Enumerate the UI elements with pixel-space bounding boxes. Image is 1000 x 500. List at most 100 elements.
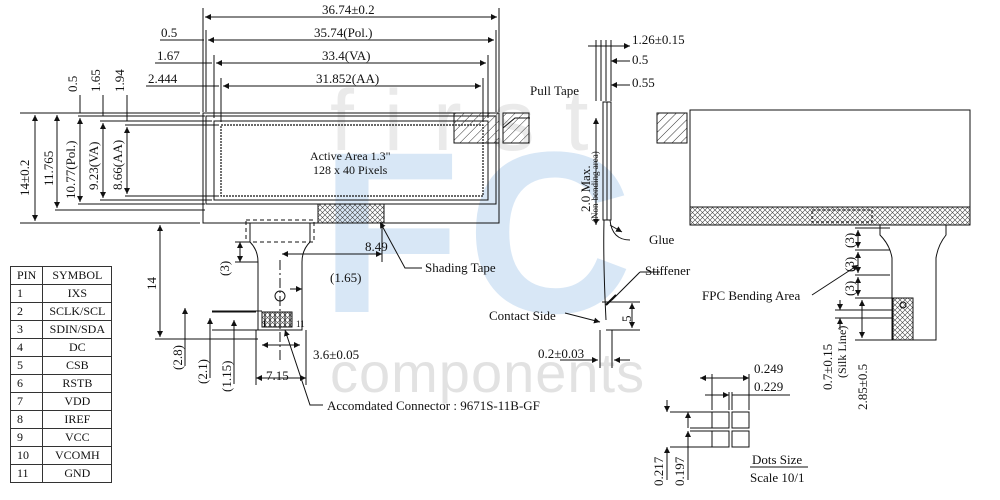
rear-contacts bbox=[892, 297, 914, 341]
silk-line-label: (Silk Line) bbox=[835, 325, 849, 378]
dim-silk: 0.7±0.15 bbox=[820, 343, 835, 390]
side-fpc bbox=[603, 219, 607, 321]
dim-11765: 11.765 bbox=[41, 150, 56, 186]
pin-header: PIN bbox=[9, 266, 44, 285]
dim-non-bending: (Non-bending area) bbox=[590, 151, 600, 222]
pin-symbol: VCC bbox=[42, 428, 113, 447]
dim-fpc-715: 7.15 bbox=[266, 368, 289, 383]
pin-number: 2 bbox=[9, 302, 44, 321]
symbol-header: SYMBOL bbox=[42, 266, 113, 285]
rear-pull-tape bbox=[656, 112, 688, 144]
callout-contact-side: Contact Side bbox=[489, 308, 556, 323]
pin-symbol: SDIN/SDA bbox=[42, 320, 113, 339]
dim-side-02: 0.2±0.03 bbox=[538, 346, 585, 361]
shading-tape bbox=[317, 203, 385, 224]
active-area-pixels: 128 x 40 Pixels bbox=[313, 163, 388, 177]
pin-number: 5 bbox=[9, 356, 44, 375]
pin-symbol: VCOMH bbox=[42, 446, 113, 465]
callout-fpc-bending: FPC Bending Area bbox=[702, 288, 801, 303]
pin-symbol: SCLK/SCL bbox=[42, 302, 113, 321]
dots-detail bbox=[711, 411, 750, 448]
dim-dot-h2: 0.197 bbox=[672, 456, 687, 486]
dim-top-165: 1.65 bbox=[88, 69, 103, 92]
dim-top-05: 0.5 bbox=[65, 75, 80, 92]
dim-fpc-115: (1.15) bbox=[219, 360, 234, 392]
pin-number: 10 bbox=[9, 446, 44, 465]
dim-fpc-28: (2.8) bbox=[170, 345, 185, 370]
stiffener bbox=[605, 294, 617, 306]
pin-symbol: IREF bbox=[42, 410, 113, 429]
dim-dot-w1: 0.249 bbox=[754, 361, 784, 376]
pull-tape-left bbox=[453, 112, 500, 144]
dots-scale: Scale 10/1 bbox=[750, 470, 805, 485]
dim-aa-width: 31.852(AA) bbox=[316, 71, 380, 86]
callout-pull-tape: Pull Tape bbox=[530, 83, 580, 98]
pin-symbol: CSB bbox=[42, 356, 113, 375]
dim-fpc-21: (2.1) bbox=[195, 359, 210, 384]
dim-side-05: 0.5 bbox=[632, 52, 649, 67]
dim-dot-h1: 0.217 bbox=[651, 456, 666, 486]
pin-number: 1 bbox=[9, 284, 44, 303]
aa-outline bbox=[220, 124, 484, 197]
dim-fpc-14: 14 bbox=[144, 277, 159, 290]
rear-fpc bbox=[879, 225, 947, 341]
rear-hatch bbox=[689, 206, 971, 226]
pin-1-label: 1 bbox=[262, 319, 267, 329]
dim-overall-width: 36.74±0.2 bbox=[322, 2, 375, 17]
dim-thickness: 1.26±0.15 bbox=[632, 32, 685, 47]
dim-side-5: 5 bbox=[619, 315, 634, 323]
dots-size-title: Dots Size bbox=[752, 452, 803, 467]
pin-number: 8 bbox=[9, 410, 44, 429]
dim-va-width: 33.4(VA) bbox=[322, 48, 371, 63]
dim-offset-va: 1.67 bbox=[157, 48, 180, 63]
active-area-size: Active Area 1.3" bbox=[310, 149, 391, 163]
callout-shading-tape: Shading Tape bbox=[425, 260, 496, 275]
dim-right-3c: (3) bbox=[842, 280, 857, 296]
pin-number: 6 bbox=[9, 374, 44, 393]
dim-right-3a: (3) bbox=[842, 232, 857, 248]
callout-stiffener: Stiffener bbox=[645, 263, 691, 278]
pin-symbol: VDD bbox=[42, 392, 113, 411]
dim-offset-aa: 2.444 bbox=[148, 71, 178, 86]
fpc-contacts bbox=[261, 290, 293, 328]
callout-connector: Accomdated Connector : 9671S-11B-GF bbox=[327, 398, 540, 413]
dim-pol-width: 35.74(Pol.) bbox=[314, 25, 373, 40]
dim-right-285: 2.85±0.5 bbox=[855, 363, 870, 410]
pin-number: 11 bbox=[9, 464, 44, 483]
dim-fpc-849: 8.49 bbox=[365, 239, 388, 254]
pin-symbol: IXS bbox=[42, 284, 113, 303]
dim-right-3b: (3) bbox=[842, 256, 857, 272]
pin-table-header: PIN SYMBOL bbox=[9, 266, 113, 285]
callout-glue: Glue bbox=[649, 232, 675, 247]
dim-total-height: 14±0.2 bbox=[17, 159, 32, 196]
dim-side-055: 0.55 bbox=[632, 75, 655, 90]
fpc-dashed bbox=[245, 219, 315, 243]
dim-va-height: 9.23(VA) bbox=[86, 141, 101, 190]
fpc-tail bbox=[249, 223, 311, 331]
pin-number: 4 bbox=[9, 338, 44, 357]
dim-dot-w2: 0.229 bbox=[754, 379, 784, 394]
pin-symbol: RSTB bbox=[42, 374, 113, 393]
dim-pol-height: 10.77(Pol.) bbox=[63, 140, 78, 200]
dim-aa-height: 8.66(AA) bbox=[110, 139, 125, 190]
pin-number: 3 bbox=[9, 320, 44, 339]
pin-number: 7 bbox=[9, 392, 44, 411]
dim-fpc-165: (1.65) bbox=[330, 270, 362, 285]
dim-fpc-36: 3.6±0.05 bbox=[313, 347, 360, 362]
va-outline bbox=[213, 120, 489, 201]
pin-number: 9 bbox=[9, 428, 44, 447]
pin-symbol: GND bbox=[42, 464, 113, 483]
